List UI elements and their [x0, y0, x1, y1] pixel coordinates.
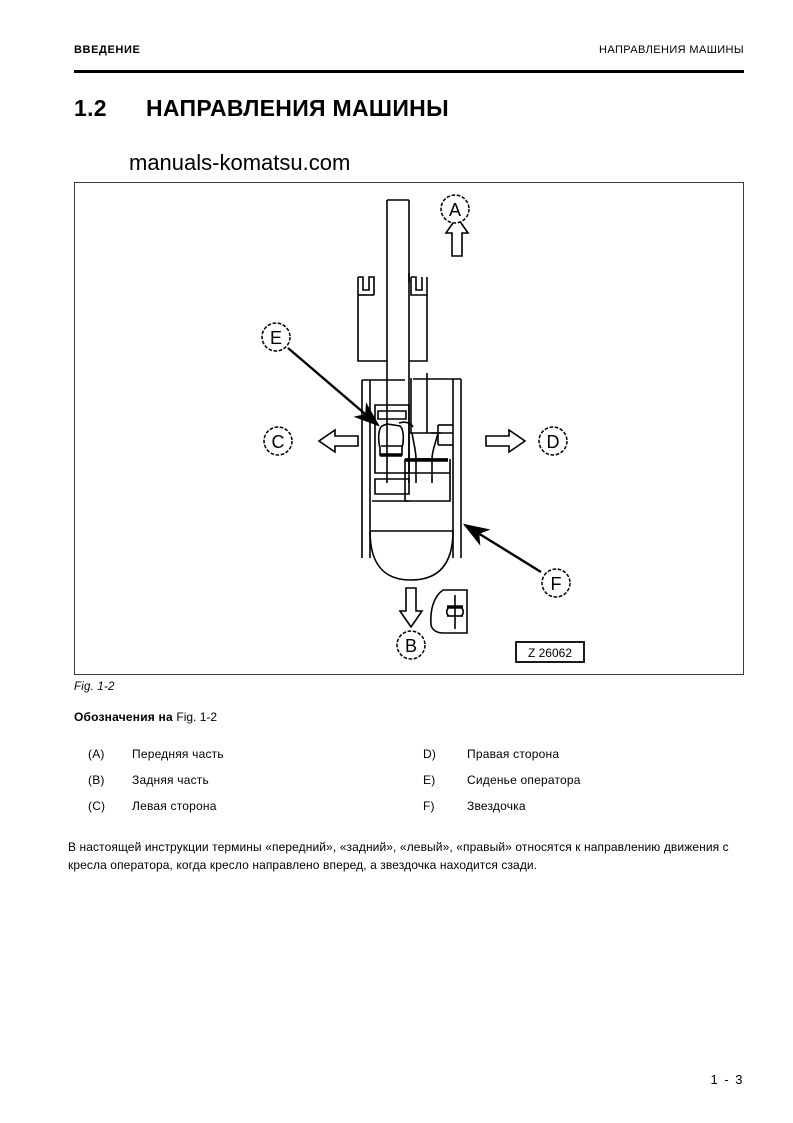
legend-key: (B): [88, 773, 105, 787]
machine-directions-diagram: A B C D: [261, 194, 585, 663]
svg-text:A: A: [449, 200, 461, 220]
legend-key: D): [423, 747, 437, 761]
legend-value: Передняя часть: [132, 747, 224, 761]
page-title: 1.2 НАПРАВЛЕНИЯ МАШИНЫ: [74, 95, 674, 122]
svg-text:B: B: [405, 636, 417, 656]
legend-heading: Обозначения на Fig. 1-2: [74, 710, 217, 724]
legend-item-f: F) Звездочка: [409, 799, 744, 813]
legend-item-e: E) Сиденье оператора: [409, 773, 744, 787]
callout-b-label: B: [396, 630, 426, 660]
svg-text:C: C: [272, 432, 285, 452]
header-chapter-title: ВВЕДЕНИЕ: [74, 44, 141, 56]
svg-text:E: E: [270, 328, 282, 348]
callout-c-arrow: [317, 428, 359, 454]
legend-key: F): [423, 799, 435, 813]
callout-f-label: F: [541, 568, 571, 598]
svg-text:F: F: [551, 574, 562, 594]
legend-value: Звездочка: [467, 799, 526, 813]
legend-table: (A) Передняя часть D) Правая сторона (B)…: [74, 747, 744, 825]
legend-value: Правая сторона: [467, 747, 560, 761]
legend-heading-bold: Обозначения на: [74, 710, 177, 724]
legend-row: (B) Задняя часть E) Сиденье оператора: [74, 773, 744, 799]
watermark-url: manuals-komatsu.com: [129, 150, 351, 175]
legend-value: Сиденье оператора: [467, 773, 581, 787]
callout-c-label: C: [263, 426, 293, 456]
callout-b-arrow: [398, 587, 424, 629]
figure-caption: Fig. 1-2: [74, 681, 115, 693]
header-section-title: НАПРАВЛЕНИЯ МАШИНЫ: [599, 44, 744, 56]
legend-heading-ref: Fig. 1-2: [176, 710, 218, 724]
page-number: 1 - 3: [710, 1072, 744, 1087]
legend-key: (C): [88, 799, 106, 813]
running-header: ВВЕДЕНИЕ НАПРАВЛЕНИЯ МАШИНЫ: [74, 44, 744, 64]
callout-e-leader: [287, 347, 380, 427]
callout-a-label: A: [440, 194, 470, 224]
legend-value: Левая сторона: [132, 799, 217, 813]
figure-frame: A B C D: [74, 182, 744, 675]
svg-text:D: D: [547, 432, 560, 452]
legend-item-c: (C) Левая сторона: [74, 799, 409, 813]
callout-f-leader: [462, 523, 542, 574]
callout-d-label: D: [538, 426, 568, 456]
section-title-text: НАПРАВЛЕНИЯ МАШИНЫ: [146, 95, 449, 121]
callout-e-label: E: [261, 322, 291, 352]
legend-row: (C) Левая сторона F) Звездочка: [74, 799, 744, 825]
header-divider-rule: [74, 70, 744, 73]
legend-item-b: (B) Задняя часть: [74, 773, 409, 787]
section-number: 1.2: [74, 95, 107, 121]
legend-item-d: D) Правая сторона: [409, 747, 744, 761]
callout-d-arrow: [485, 428, 527, 454]
legend-key: (A): [88, 747, 105, 761]
legend-key: E): [423, 773, 436, 787]
svg-text:Z 26062: Z 26062: [528, 646, 572, 660]
legend-row: (A) Передняя часть D) Правая сторона: [74, 747, 744, 773]
legend-item-a: (A) Передняя часть: [74, 747, 409, 761]
legend-value: Задняя часть: [132, 773, 209, 787]
figure-image-code: Z 26062: [515, 641, 585, 663]
body-paragraph: В настоящей инструкции термины «передний…: [68, 840, 729, 872]
